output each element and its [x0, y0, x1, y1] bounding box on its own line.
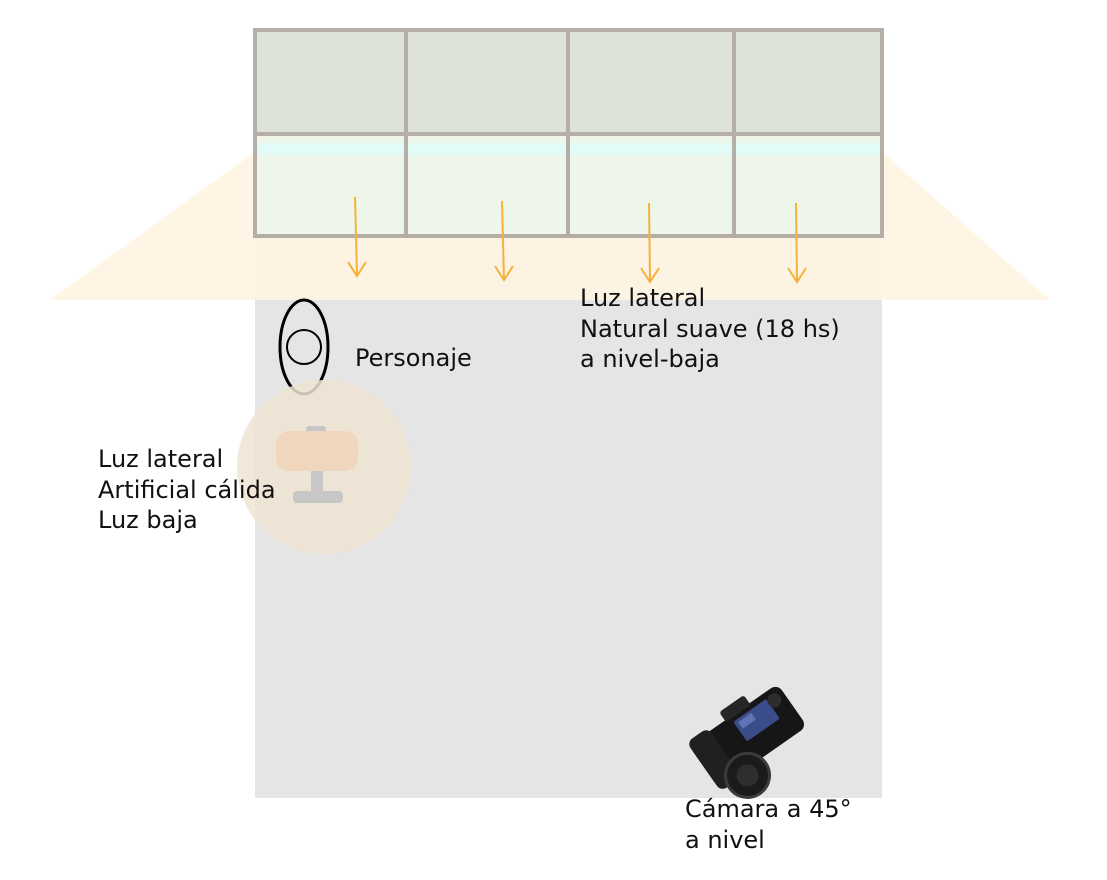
camera-icon: [689, 686, 805, 799]
lamp-foot: [293, 491, 343, 503]
lamp-stem: [311, 468, 323, 496]
window-light-label-line-3: a nivel-baja: [580, 345, 720, 373]
window-light-label: Luz lateral Natural suave (18 hs) a nive…: [580, 283, 840, 375]
lamp-head: [276, 431, 358, 471]
camera-lens-inner: [736, 764, 759, 787]
camera-screen: [734, 699, 779, 741]
light-arrow: [494, 200, 514, 282]
person-head: [286, 329, 322, 365]
camera-screen-shine: [738, 712, 756, 729]
camera-label-line-1: Cámara a 45°: [685, 795, 852, 823]
character-label-text: Personaje: [355, 344, 472, 372]
camera-label: Cámara a 45° a nivel: [685, 794, 852, 855]
light-arrow: [640, 202, 660, 284]
lamp-light-label-line-1: Luz lateral: [98, 445, 224, 473]
window-light-label-line-1: Luz lateral: [580, 284, 706, 312]
lamp-icon: [237, 380, 411, 554]
lamp-light-label-line-2: Artificial cálida: [98, 475, 276, 504]
light-arrows: [347, 196, 807, 284]
character-label: Personaje: [355, 343, 472, 374]
camera-dial: [767, 693, 782, 708]
camera-label-line-2: a nivel: [685, 825, 765, 854]
camera-viewfinder: [720, 696, 750, 721]
window-light-label-line-2: Natural suave (18 hs): [580, 314, 840, 343]
lamp-light-label: Luz lateral Artificial cálida Luz baja: [98, 444, 276, 536]
light-arrow: [787, 202, 807, 284]
window-icon: [253, 28, 884, 238]
lamp-light-label-line-3: Luz baja: [98, 506, 198, 534]
light-arrow: [347, 196, 367, 278]
